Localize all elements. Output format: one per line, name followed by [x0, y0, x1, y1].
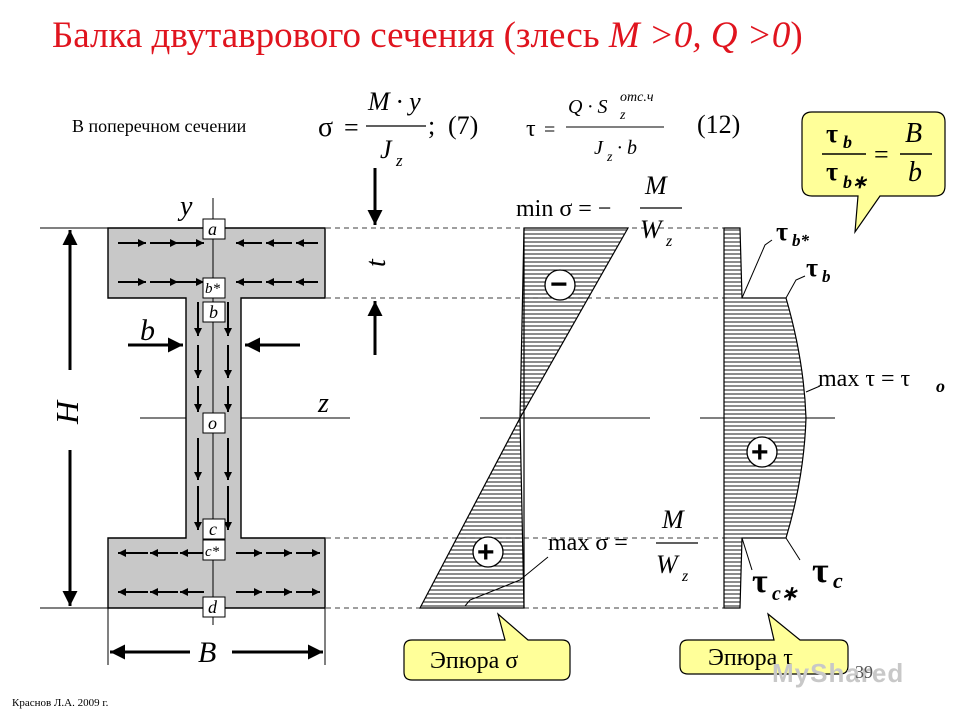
ratio-tb-sub: b — [843, 132, 852, 152]
formula-tau-num: Q · S — [568, 96, 607, 118]
sigma-minus-sign: − — [544, 268, 576, 301]
formula-sigma-den: J — [380, 135, 393, 164]
formula-sigma-num: M · y — [367, 87, 421, 116]
z-axis-label: z — [317, 388, 329, 419]
max-sigma-pre: max σ = — [548, 530, 628, 556]
sigma-plus-sign: + — [472, 536, 504, 569]
title-condition: M >0, Q >0 — [608, 15, 791, 56]
min-sigma-pre: min σ = − — [516, 196, 611, 222]
max-sigma-num: M — [661, 505, 685, 534]
point-c: c — [209, 519, 217, 539]
point-cstar: c* — [205, 544, 220, 560]
height-dimension — [40, 227, 108, 609]
page-number: 39 — [855, 662, 873, 682]
formula-tau: τ = Q · S отс.ч z J z · b (12) — [526, 90, 740, 165]
footer-author: Краснов Л.А. 2009 г. — [12, 697, 109, 709]
min-sigma-den-sub: z — [665, 233, 673, 250]
min-sigma-formula: min σ = − M W z — [516, 171, 682, 250]
title-text: Балка двутаврового сечения (злесь — [52, 15, 609, 56]
point-boxes: a b* b o c c* d — [202, 218, 226, 618]
plus-sign-sigma: + — [477, 536, 495, 569]
ratio-callout: τ b τ b∗ = B b — [801, 111, 946, 235]
ratio-tb: τ — [826, 119, 838, 148]
tau-epure-label: Эпюра τ — [708, 645, 793, 671]
width-label: B — [198, 636, 216, 669]
min-sigma-num: M — [644, 171, 668, 200]
formula-sigma-tag: (7) — [448, 111, 478, 140]
width-dimension — [107, 608, 326, 665]
tau-b-label: τ — [806, 253, 818, 282]
max-sigma-den-sub: z — [681, 568, 689, 585]
minus-sign: − — [550, 268, 568, 301]
tau-plus-sign: + — [746, 436, 778, 469]
max-sigma-leader — [464, 556, 549, 607]
tau-epure — [723, 227, 807, 609]
formula-sigma-den-sub: z — [395, 151, 403, 170]
sigma-epure-label: Эпюра σ — [430, 648, 518, 674]
max-tau-pre: max τ = τ — [818, 366, 911, 392]
tau-epure-callout: Эпюра τ — [679, 612, 849, 675]
flange-thickness-label: t — [361, 258, 392, 267]
tau-bstar-label: τ — [776, 217, 788, 246]
formula-tau-den-tail: · b — [617, 137, 637, 159]
flange-arrows — [118, 239, 320, 596]
web-thickness-label: b — [140, 314, 155, 347]
min-sigma-den: W — [640, 215, 664, 244]
sigma-epure-callout: Эпюра σ — [403, 612, 571, 681]
tau-cstar-label: τ — [752, 563, 768, 600]
ratio-den: b — [908, 157, 922, 188]
ratio-eq: = — [874, 140, 889, 169]
max-tau-sub: o — [936, 376, 945, 396]
max-tau-formula: max τ = τ o — [818, 366, 945, 396]
formula-sigma-lhs: σ — [318, 112, 333, 143]
max-sigma-formula: max σ = M W z — [548, 505, 698, 585]
tau-bstar-sub: b* — [792, 231, 810, 250]
y-axis-label: y — [177, 191, 193, 222]
point-o: o — [208, 413, 217, 433]
slide-title: Балка двутаврового сечения (злесь M >0, … — [52, 14, 803, 57]
tau-leaders — [741, 239, 821, 571]
formula-tau-den: J — [594, 137, 604, 159]
tau-c-sub: c — [833, 568, 843, 593]
formula-tau-den-sub: z — [606, 150, 613, 165]
plus-sign-tau: + — [751, 436, 769, 469]
tau-cstar-sub: c∗ — [772, 583, 798, 605]
section-text: В поперечном сечении — [72, 116, 247, 136]
tau-b-sub: b — [822, 267, 831, 286]
formula-tau-num-sub: z — [619, 108, 626, 123]
ratio-tbs: τ — [826, 157, 838, 186]
point-b: b — [209, 302, 218, 322]
point-bstar: b* — [205, 281, 221, 297]
formula-tau-lhs: τ — [526, 116, 536, 142]
formula-tau-num-sup: отс.ч — [620, 90, 654, 105]
formula-tau-eq: = — [544, 119, 555, 141]
watermark: MyShared — [772, 658, 905, 688]
formula-tau-tag: (12) — [697, 110, 740, 139]
formula-sigma: σ = M · y J z ; (7) — [318, 87, 478, 170]
formula-sigma-eq: = — [344, 113, 359, 142]
title-close-paren: ) — [790, 15, 803, 56]
formula-sigma-semi: ; — [428, 111, 435, 140]
ratio-num: B — [905, 118, 922, 149]
point-a: a — [208, 219, 217, 239]
web-arrows — [194, 302, 232, 530]
point-d: d — [208, 597, 218, 617]
tau-c-label: τ — [812, 550, 829, 590]
max-sigma-den: W — [656, 550, 680, 579]
ratio-tbs-sub: b∗ — [843, 172, 868, 192]
height-label: H — [49, 399, 85, 425]
